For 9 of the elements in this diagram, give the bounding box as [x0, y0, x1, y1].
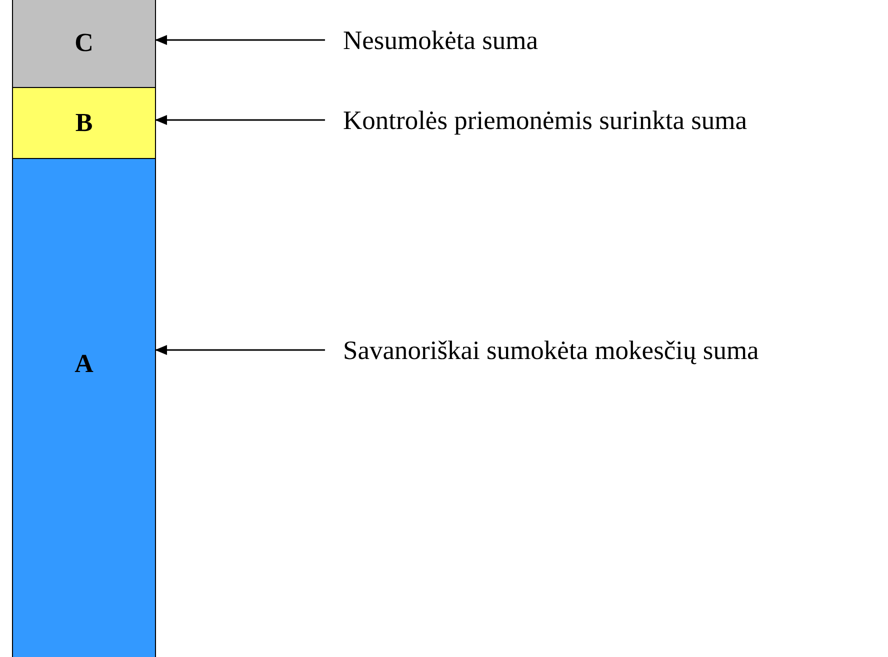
stacked-bar-segment: B	[12, 87, 156, 159]
leader-arrow	[155, 115, 325, 125]
leader-arrow	[155, 345, 325, 355]
callout-label: Nesumokėta suma	[325, 20, 888, 60]
callout-label: Savanoriškai sumokėta mokesčių suma	[325, 330, 888, 370]
leader-arrow	[155, 35, 325, 45]
callout-label: Kontrolės priemonėmis surinkta suma	[325, 100, 888, 140]
stacked-bar-segment: C	[12, 0, 156, 88]
stacked-bar-segment: A	[12, 158, 156, 657]
